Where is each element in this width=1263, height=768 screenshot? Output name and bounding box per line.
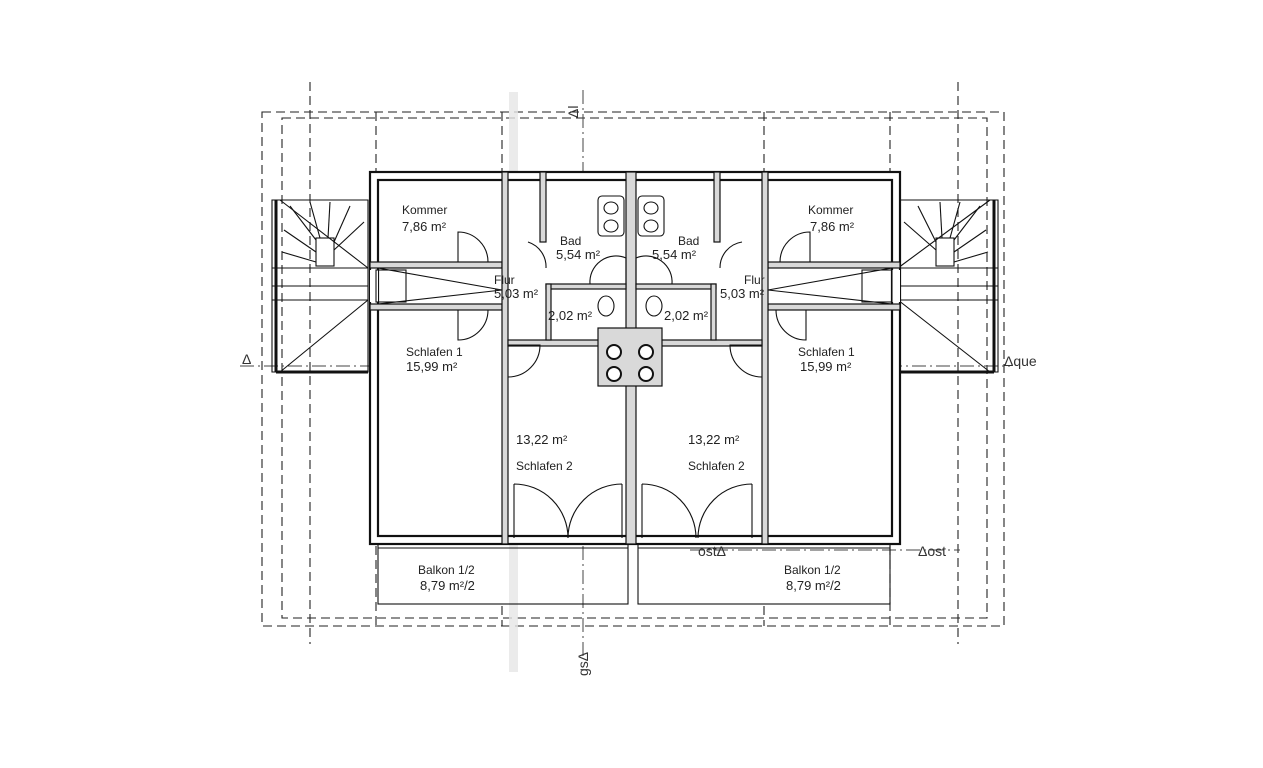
wc-right-area: 2,02 m² <box>664 308 709 323</box>
flur-right-name: Flur <box>744 273 765 287</box>
schlafen1-right-name: Schlafen 1 <box>798 345 855 359</box>
room-labels: Kommer 7,86 m² Kommer 7,86 m² Bad 5,54 m… <box>402 203 855 593</box>
flur-left-name: Flur <box>494 273 515 287</box>
marker-ost-outer: Δost <box>918 543 946 559</box>
schlafen1-right-area: 15,99 m² <box>800 359 852 374</box>
kammer-right-name: Kommer <box>808 203 853 217</box>
bad-left-name: Bad <box>560 234 581 248</box>
marker-gs: gsΔ <box>575 652 591 676</box>
bathroom-fixtures <box>589 195 673 387</box>
balkon-right-area: 8,79 m²/2 <box>786 578 841 593</box>
balkon-right-name: Balkon 1/2 <box>784 563 841 577</box>
staircase-left <box>271 199 369 374</box>
bad-right-name: Bad <box>678 234 699 248</box>
flur-right-area: 5,03 m² <box>720 286 765 301</box>
balkon-left-name: Balkon 1/2 <box>418 563 475 577</box>
marker-top: Δl <box>565 106 581 118</box>
balconies <box>377 543 891 605</box>
marker-left: Δ <box>242 351 251 367</box>
wc-left-area: 2,02 m² <box>548 308 593 323</box>
schlafen2-left-name: Schlafen 2 <box>516 459 573 473</box>
schlafen1-left-name: Schlafen 1 <box>406 345 463 359</box>
kammer-right-area: 7,86 m² <box>810 219 855 234</box>
kammer-left-area: 7,86 m² <box>402 219 447 234</box>
bad-left-area: 5,54 m² <box>556 247 601 262</box>
schlafen1-left-area: 15,99 m² <box>406 359 458 374</box>
marker-ost-inner: ostΔ <box>698 543 726 559</box>
schlafen2-right-area: 13,22 m² <box>688 432 740 447</box>
marker-que: Δque <box>1004 353 1037 369</box>
flur-left-area: 5,03 m² <box>494 286 539 301</box>
bad-right-area: 5,54 m² <box>652 247 697 262</box>
staircase-right <box>897 199 999 374</box>
kammer-left-name: Kommer <box>402 203 447 217</box>
schlafen2-right-name: Schlafen 2 <box>688 459 745 473</box>
doors <box>457 231 811 539</box>
balkon-left-area: 8,79 m²/2 <box>420 578 475 593</box>
section-markers: Δl Δ Δque ostΔ Δost gsΔ <box>242 106 1037 676</box>
schlafen2-left-area: 13,22 m² <box>516 432 568 447</box>
